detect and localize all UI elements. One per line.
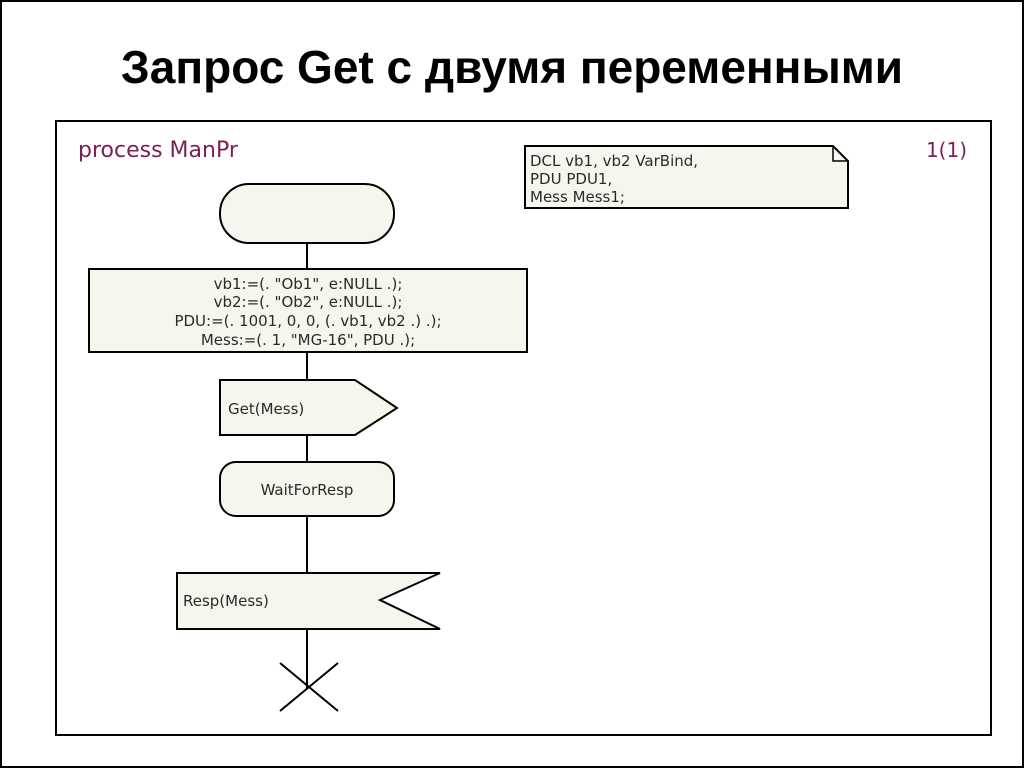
state-label: WaitForResp (261, 481, 354, 499)
task-box: vb1:=(. "Ob1", e:NULL .); vb2:=(. "Ob2",… (88, 268, 528, 353)
state-symbol: WaitForResp (219, 461, 395, 517)
input-signal-label: Resp(Mess) (183, 592, 269, 610)
task-line-2: vb2:=(. "Ob2", e:NULL .); (214, 293, 403, 311)
task-line-1: vb1:=(. "Ob1", e:NULL .); (214, 275, 403, 293)
declaration-line-3: Mess Mess1; (530, 188, 625, 206)
input-signal-symbol: Resp(Mess) (176, 572, 441, 630)
task-line-3: PDU:=(. 1001, 0, 0, (. vb1, vb2 .) .); (174, 312, 441, 330)
sdl-diagram-frame (55, 120, 992, 736)
page-number: 1(1) (926, 138, 967, 162)
declaration-line-1: DCL vb1, vb2 VarBind, (530, 152, 698, 170)
slide-title: Запрос Get с двумя переменными (120, 41, 904, 93)
stop-symbol (279, 662, 339, 712)
declaration-box: DCL vb1, vb2 VarBind, PDU PDU1, Mess Mes… (524, 145, 849, 209)
start-symbol (219, 183, 395, 244)
output-signal-label: Get(Mess) (228, 400, 304, 418)
task-line-4: Mess:=(. 1, "MG-16", PDU .); (201, 331, 415, 349)
output-signal-symbol: Get(Mess) (219, 379, 399, 436)
declaration-line-2: PDU PDU1, (530, 170, 612, 188)
process-label: process ManPr (78, 138, 239, 163)
